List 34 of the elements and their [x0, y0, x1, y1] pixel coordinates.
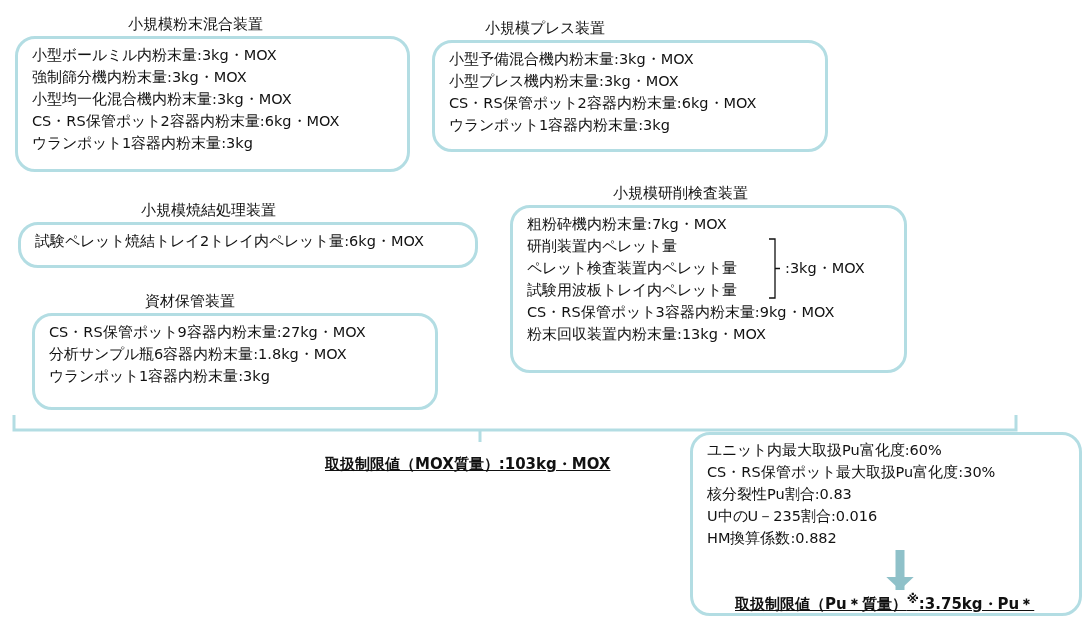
quantity-text: CS・RS保管ポット3容器内粉末量:9kg・MOX — [527, 303, 835, 322]
quantity-text: 小型均一化混合機内粉末量:3kg・MOX — [32, 90, 292, 109]
quantity-text: CS・RS保管ポット2容器内粉末量:6kg・MOX — [32, 112, 340, 131]
group-heading: 小規模研削検査装置 — [613, 183, 748, 203]
group-heading: 小規模焼結処理装置 — [141, 200, 276, 220]
quantity-text: ユニット内最大取扱Pu富化度:60% — [707, 441, 942, 460]
quantity-text: ウランポット1容器内粉末量:3kg — [49, 367, 270, 386]
quantity-text: CS・RS保管ポット最大取扱Pu富化度:30% — [707, 463, 996, 482]
result-text: 取扱制限値（Pu＊質量）$^{※}$:3.75kg・Pu＊ — [735, 591, 1035, 614]
quantity-text: 小型プレス機内粉末量:3kg・MOX — [449, 72, 679, 91]
rounded-panel — [690, 432, 1082, 616]
quantity-text: 粗粉砕機内粉末量:7kg・MOX — [527, 215, 727, 234]
quantity-text: 試験ペレット焼結トレイ2トレイ内ペレット量:6kg・MOX — [35, 232, 424, 251]
quantity-text: 核分裂性Pu割合:0.83 — [707, 485, 852, 504]
quantity-text: 小型予備混合機内粉末量:3kg・MOX — [449, 50, 694, 69]
quantity-text: 試験用波板トレイ内ペレット量 — [527, 281, 737, 300]
quantity-text: U中のU－235割合:0.016 — [707, 507, 878, 526]
quantity-text: 粉末回収装置内粉末量:13kg・MOX — [527, 325, 766, 344]
quantity-text: :3kg・MOX — [785, 259, 865, 278]
quantity-text: CS・RS保管ポット9容器内粉末量:27kg・MOX — [49, 323, 366, 342]
quantity-text: ウランポット1容器内粉末量:3kg — [32, 134, 253, 153]
quantity-text: 強制篩分機内粉末量:3kg・MOX — [32, 68, 247, 87]
quantity-text: ペレット検査装置内ペレット量 — [527, 259, 737, 278]
block-arrow — [886, 550, 914, 590]
group-heading: 小規模プレス装置 — [485, 18, 605, 38]
group-heading: 小規模粉末混合装置 — [128, 14, 263, 34]
quantity-text: ウランポット1容器内粉末量:3kg — [449, 116, 670, 135]
quantity-text: 研削装置内ペレット量 — [527, 237, 677, 256]
group-heading: 資材保管装置 — [145, 291, 235, 311]
quantity-text: 小型ボールミル内粉末量:3kg・MOX — [32, 46, 277, 65]
quantity-text: 分析サンプル瓶6容器内粉末量:1.8kg・MOX — [49, 345, 347, 364]
total-limit-text: 取扱制限値（MOX質量）:103kg・MOX — [325, 455, 611, 474]
quantity-text: HM換算係数:0.882 — [707, 529, 837, 548]
quantity-text: CS・RS保管ポット2容器内粉末量:6kg・MOX — [449, 94, 757, 113]
